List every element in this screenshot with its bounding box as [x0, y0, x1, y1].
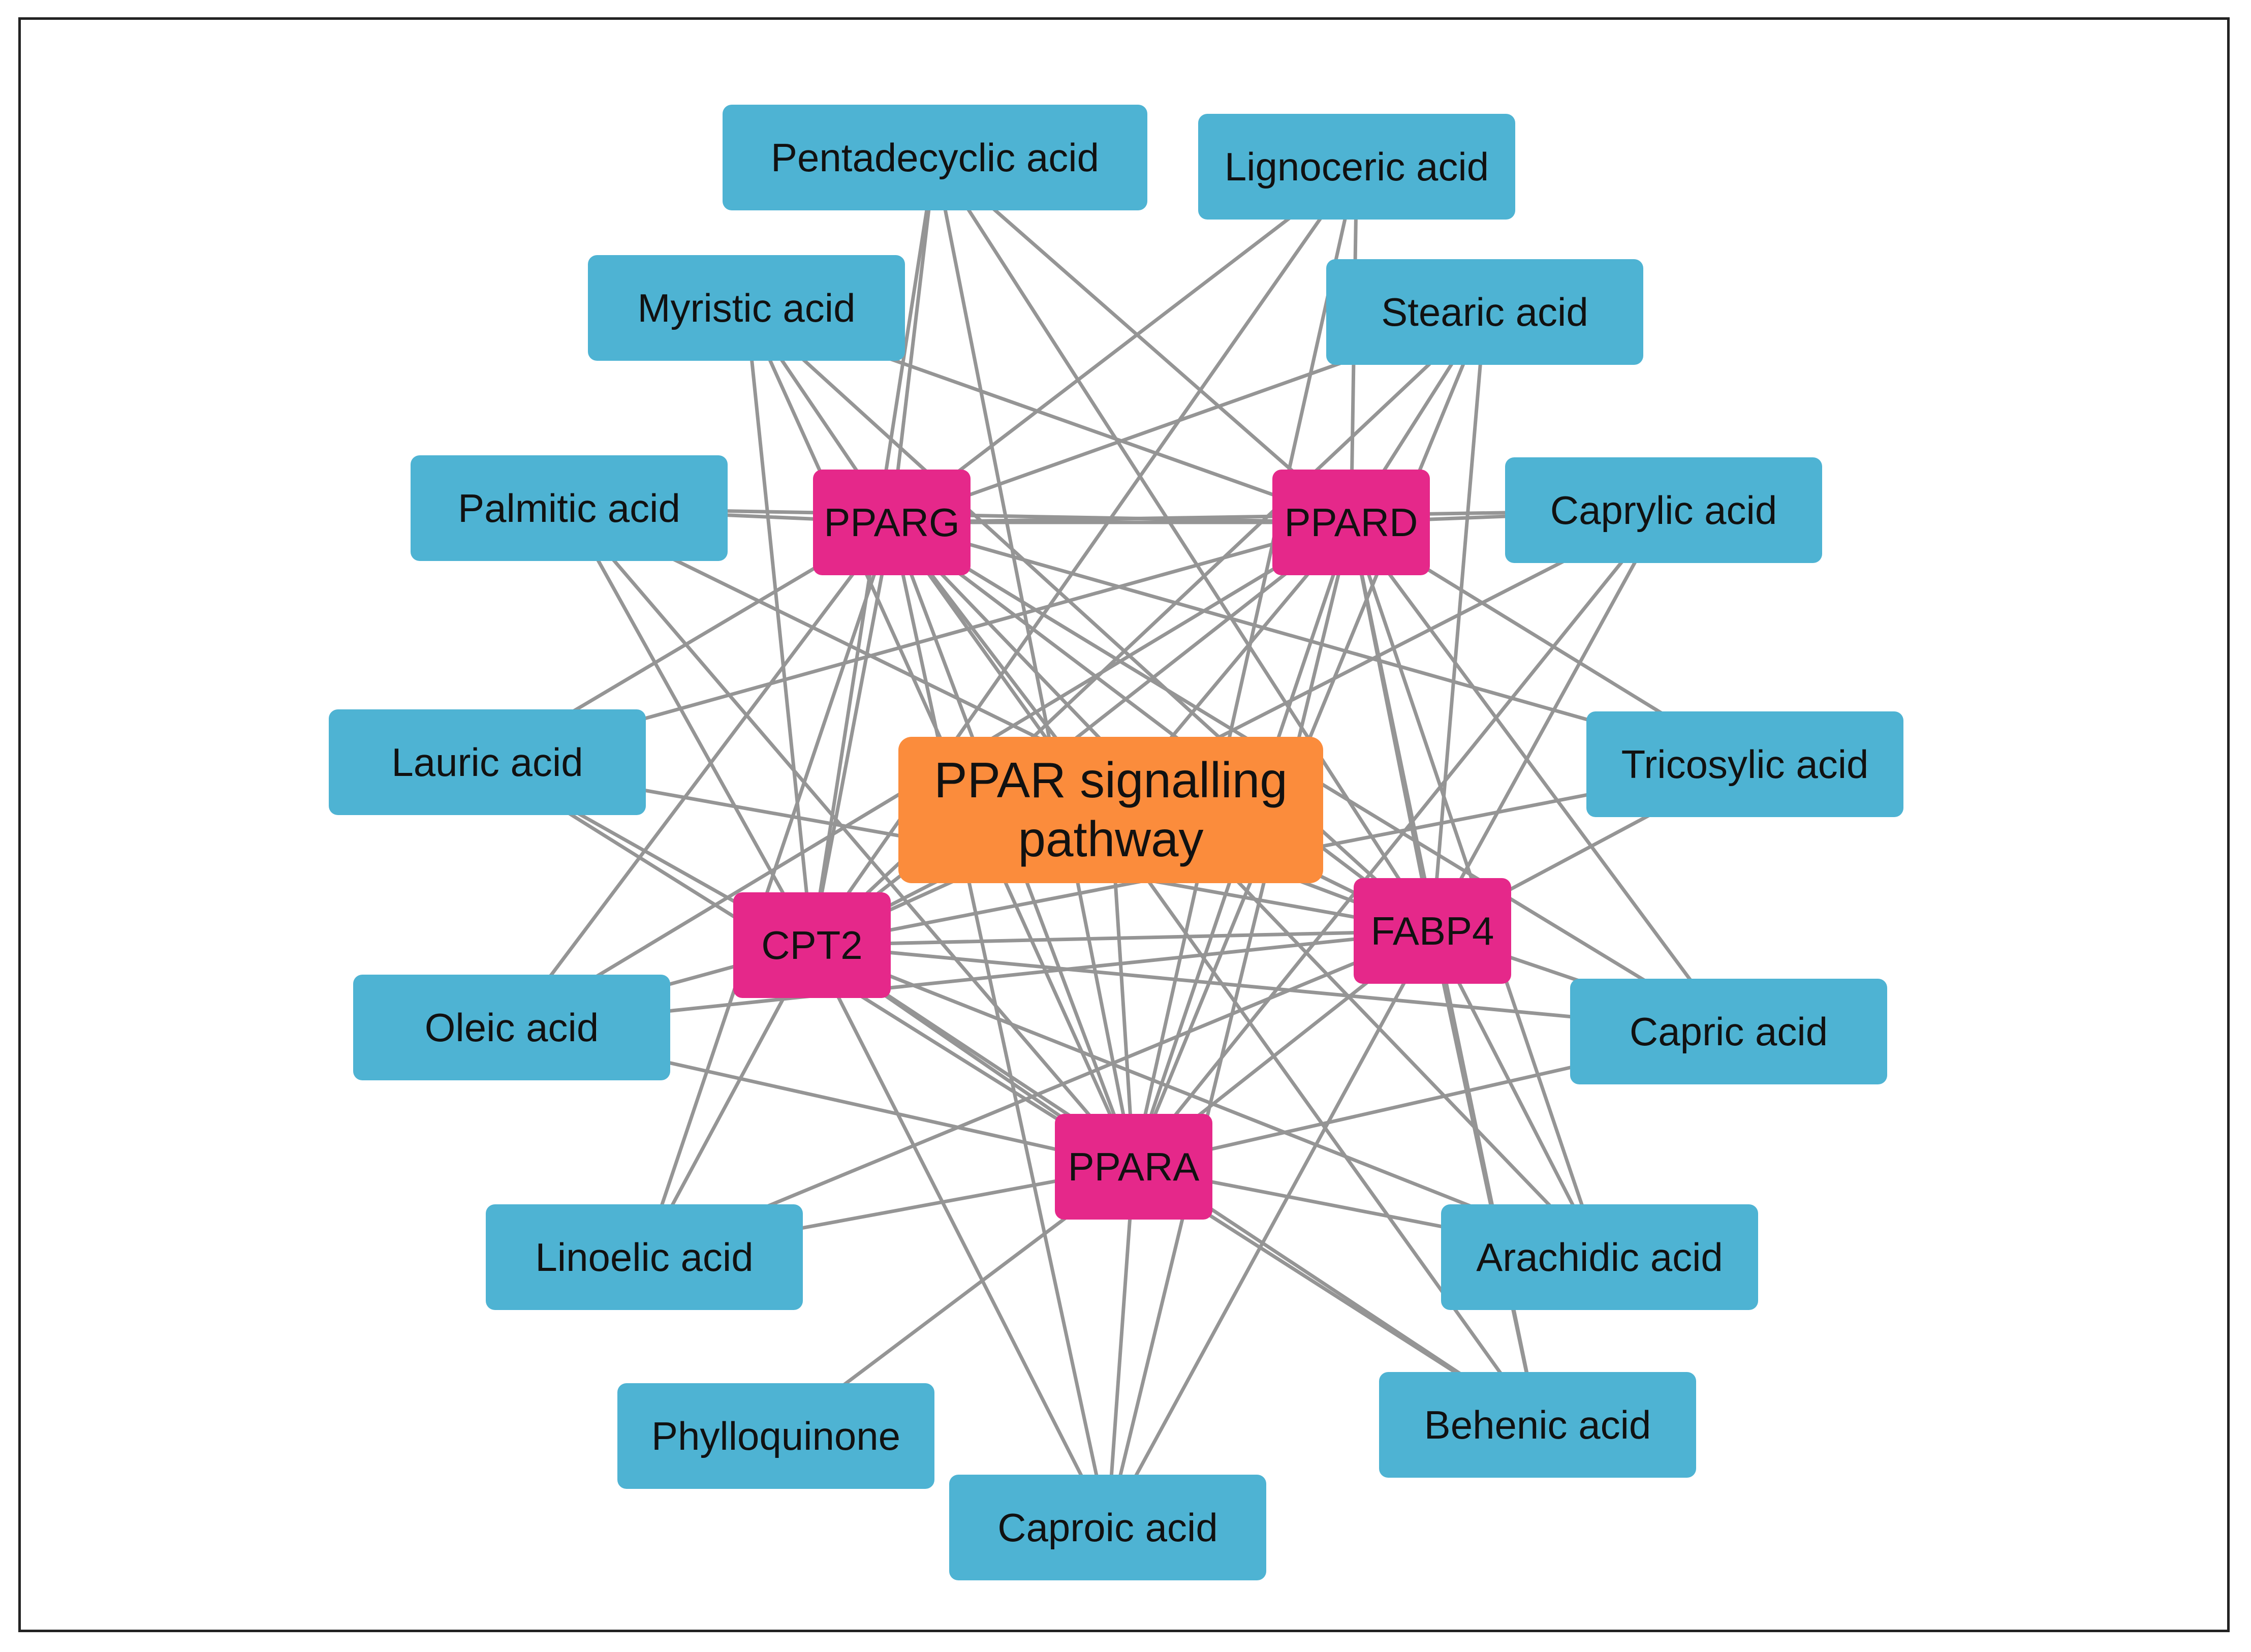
edge-caproic-CPT2	[810, 944, 1110, 1529]
edge-caproic-PPARD	[1106, 522, 1353, 1528]
node-caprylic-acid[interactable]: Caprylic acid	[1505, 457, 1822, 563]
diagram-frame	[18, 17, 2230, 1632]
node-tricosylic-acid[interactable]: Tricosylic acid	[1586, 711, 1903, 817]
edge-lignoceric-PPARA	[1132, 166, 1359, 1167]
node-fabp4[interactable]: FABP4	[1354, 878, 1511, 984]
edge-palmitic-PPARA	[568, 507, 1135, 1168]
edge-arachidic-FABP4	[1430, 930, 1602, 1258]
node-capric-acid[interactable]: Capric acid	[1570, 979, 1887, 1084]
node-pparg[interactable]: PPARG	[813, 470, 971, 575]
edge-caprylic-FABP4	[1430, 509, 1666, 932]
edge-oleic-PPARG	[510, 521, 893, 1029]
edge-pentadecyclic-PPARG	[890, 157, 937, 523]
node-lignoceric-acid[interactable]: Lignoceric acid	[1198, 114, 1515, 220]
node-linoelic-acid[interactable]: Linoelic acid	[486, 1204, 803, 1310]
edge-CPT2-FABP4	[811, 929, 1433, 947]
edge-PPARG-FABP4	[890, 521, 1434, 932]
edge-caproic-FABP4	[1106, 930, 1434, 1529]
node-caproic-acid[interactable]: Caproic acid	[949, 1475, 1266, 1580]
edge-PPARG-CPT2	[810, 522, 894, 946]
edge-arachidic-PPARG	[890, 521, 1601, 1259]
node-pathway[interactable]: PPAR signalling pathway	[898, 737, 1323, 883]
node-ppara[interactable]: PPARA	[1055, 1114, 1212, 1220]
edge-pentadecyclic-PPARD	[933, 156, 1353, 524]
edge-caproic-PPARG	[890, 522, 1110, 1528]
node-behenic-acid[interactable]: Behenic acid	[1379, 1372, 1696, 1478]
node-pentadecyclic-acid[interactable]: Pentadecyclic acid	[723, 105, 1147, 210]
edge-caproic-PPARA	[1106, 1166, 1136, 1528]
node-ppard[interactable]: PPARD	[1272, 470, 1430, 575]
node-lauric-acid[interactable]: Lauric acid	[329, 709, 646, 815]
node-stearic-acid[interactable]: Stearic acid	[1326, 259, 1643, 365]
edge-myristic-CPT2	[744, 307, 814, 946]
edge-linoelic-PPARG	[642, 521, 894, 1258]
edge-pentadecyclic-PPARA	[933, 157, 1136, 1167]
node-phylloquinone[interactable]: Phylloquinone	[617, 1383, 934, 1489]
node-palmitic-acid[interactable]: Palmitic acid	[411, 455, 728, 561]
edge-capric-PPARD	[1350, 521, 1730, 1033]
node-cpt2[interactable]: CPT2	[733, 892, 891, 998]
node-arachidic-acid[interactable]: Arachidic acid	[1441, 1204, 1758, 1310]
edge-behenic-FABP4	[1430, 930, 1540, 1425]
edge-behenic-PPARG	[890, 521, 1539, 1426]
edge-stearic-FABP4	[1430, 311, 1487, 931]
edge-lignoceric-PPARG	[890, 165, 1358, 524]
node-oleic-acid[interactable]: Oleic acid	[353, 975, 670, 1080]
node-myristic-acid[interactable]: Myristic acid	[588, 255, 905, 361]
